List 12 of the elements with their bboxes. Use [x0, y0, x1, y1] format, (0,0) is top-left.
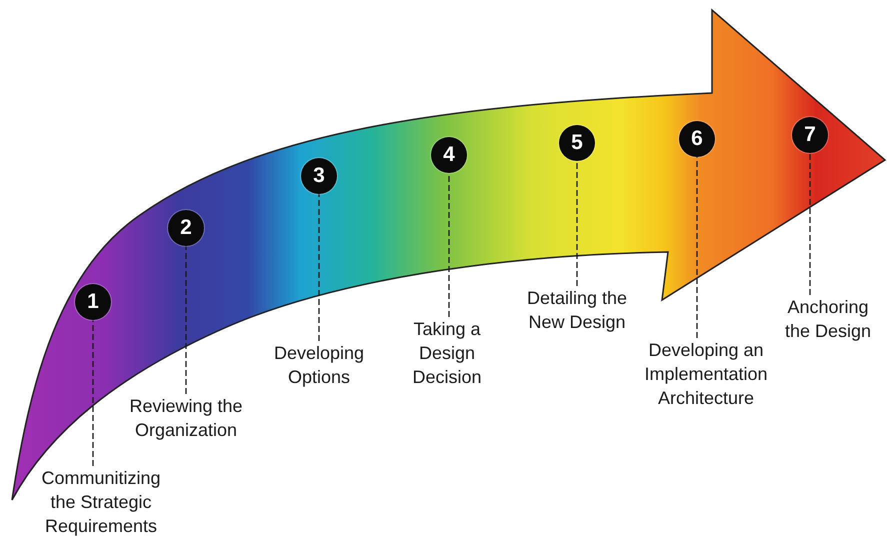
step-label: Reviewing the Organization — [114, 394, 258, 442]
leader-line — [696, 157, 698, 338]
leader-line — [448, 173, 450, 317]
step-label: Communitizing the Strategic Requirements — [37, 466, 165, 538]
leader-line — [318, 194, 320, 341]
leader-line — [185, 246, 187, 394]
leader-line — [809, 153, 811, 295]
step-label: Taking a Design Decision — [397, 317, 497, 389]
step-label: Detailing the New Design — [512, 286, 642, 334]
step-label: Developing Options — [259, 341, 379, 389]
leader-line — [92, 320, 94, 466]
leader-line — [576, 161, 578, 286]
